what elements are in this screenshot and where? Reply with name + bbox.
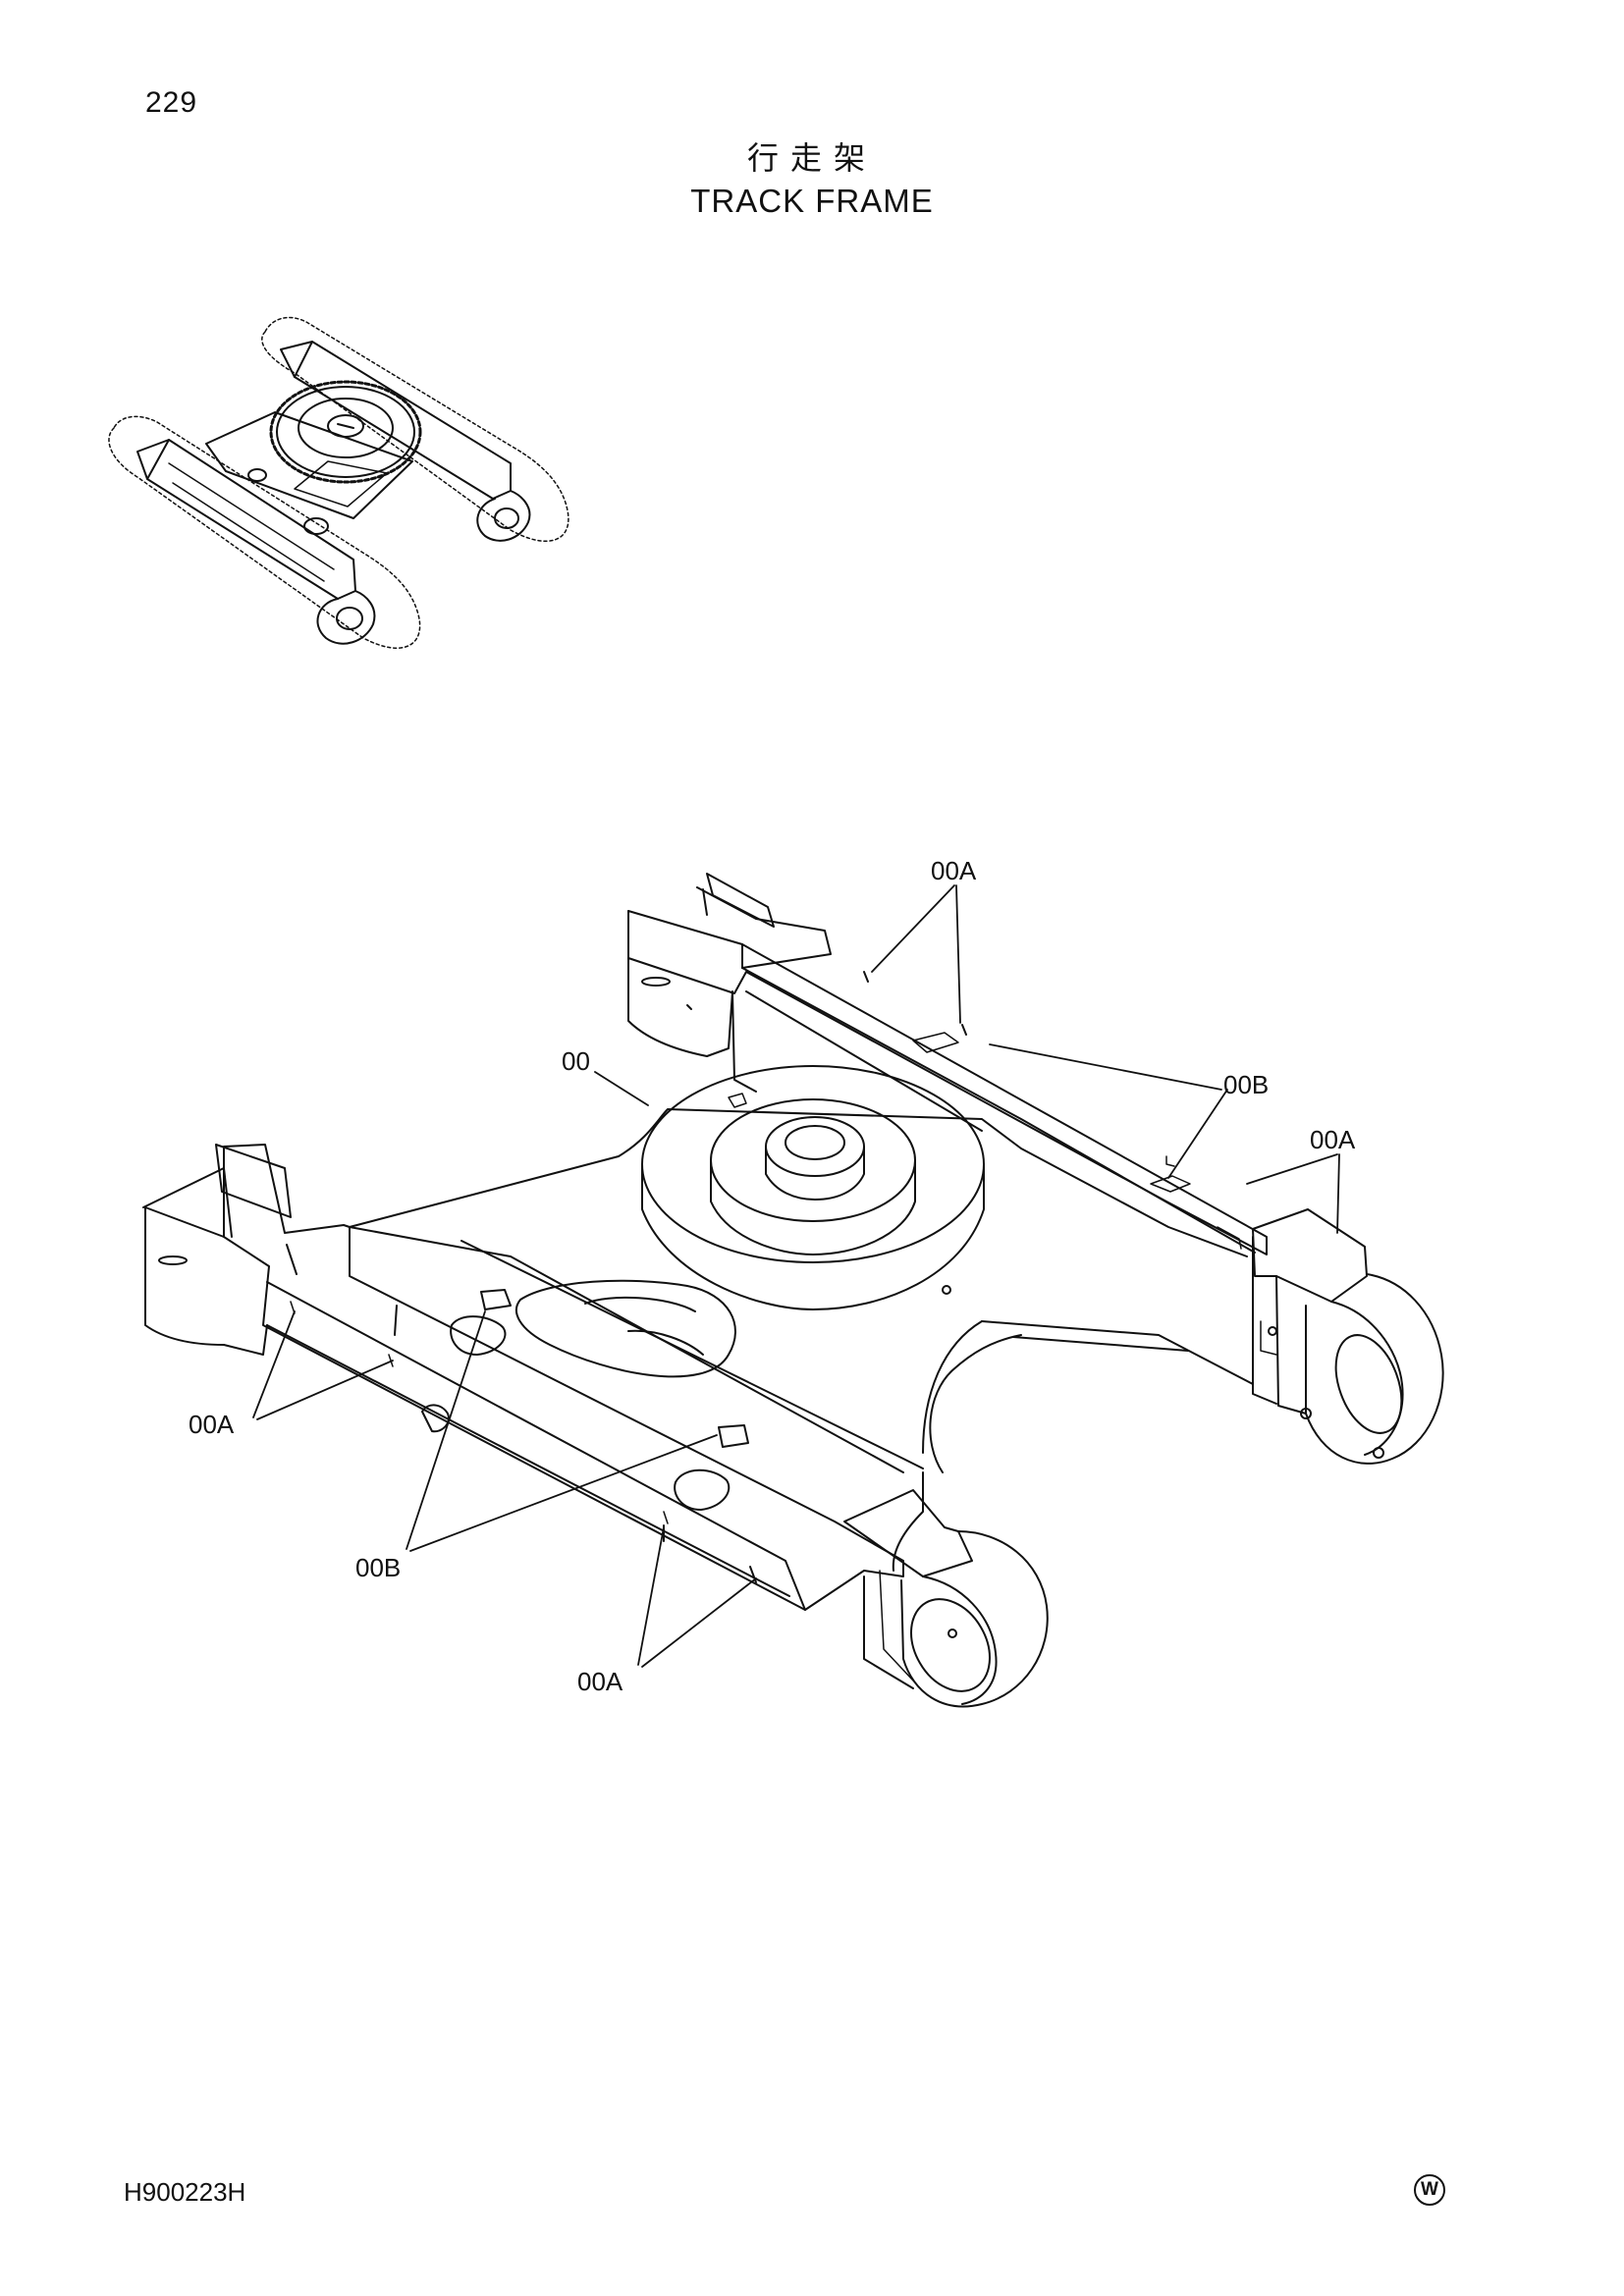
document-code: H900223H xyxy=(124,2177,246,2207)
leader-lines xyxy=(252,884,1340,1668)
page-title-english: TRACK FRAME xyxy=(690,183,934,219)
callout-part-00B-right: 00B xyxy=(1223,1070,1269,1099)
circled-w-icon: W xyxy=(1414,2174,1445,2206)
callout-part-00: 00 xyxy=(562,1046,590,1076)
callout-labels: 00 00A 00B 00A 00A 00B 00A xyxy=(189,856,1356,1696)
callout-part-00A-right: 00A xyxy=(1310,1125,1356,1154)
track-frame-main xyxy=(142,873,1444,1708)
page-number: 229 xyxy=(145,86,198,119)
undercarriage-overview xyxy=(108,316,569,649)
callout-part-00A-left: 00A xyxy=(189,1410,235,1439)
callout-part-00A-top: 00A xyxy=(931,856,977,885)
callout-part-00B-bottom: 00B xyxy=(355,1553,401,1582)
page-title-chinese: 行走架 xyxy=(746,139,877,177)
callout-part-00A-bottom: 00A xyxy=(577,1667,623,1696)
